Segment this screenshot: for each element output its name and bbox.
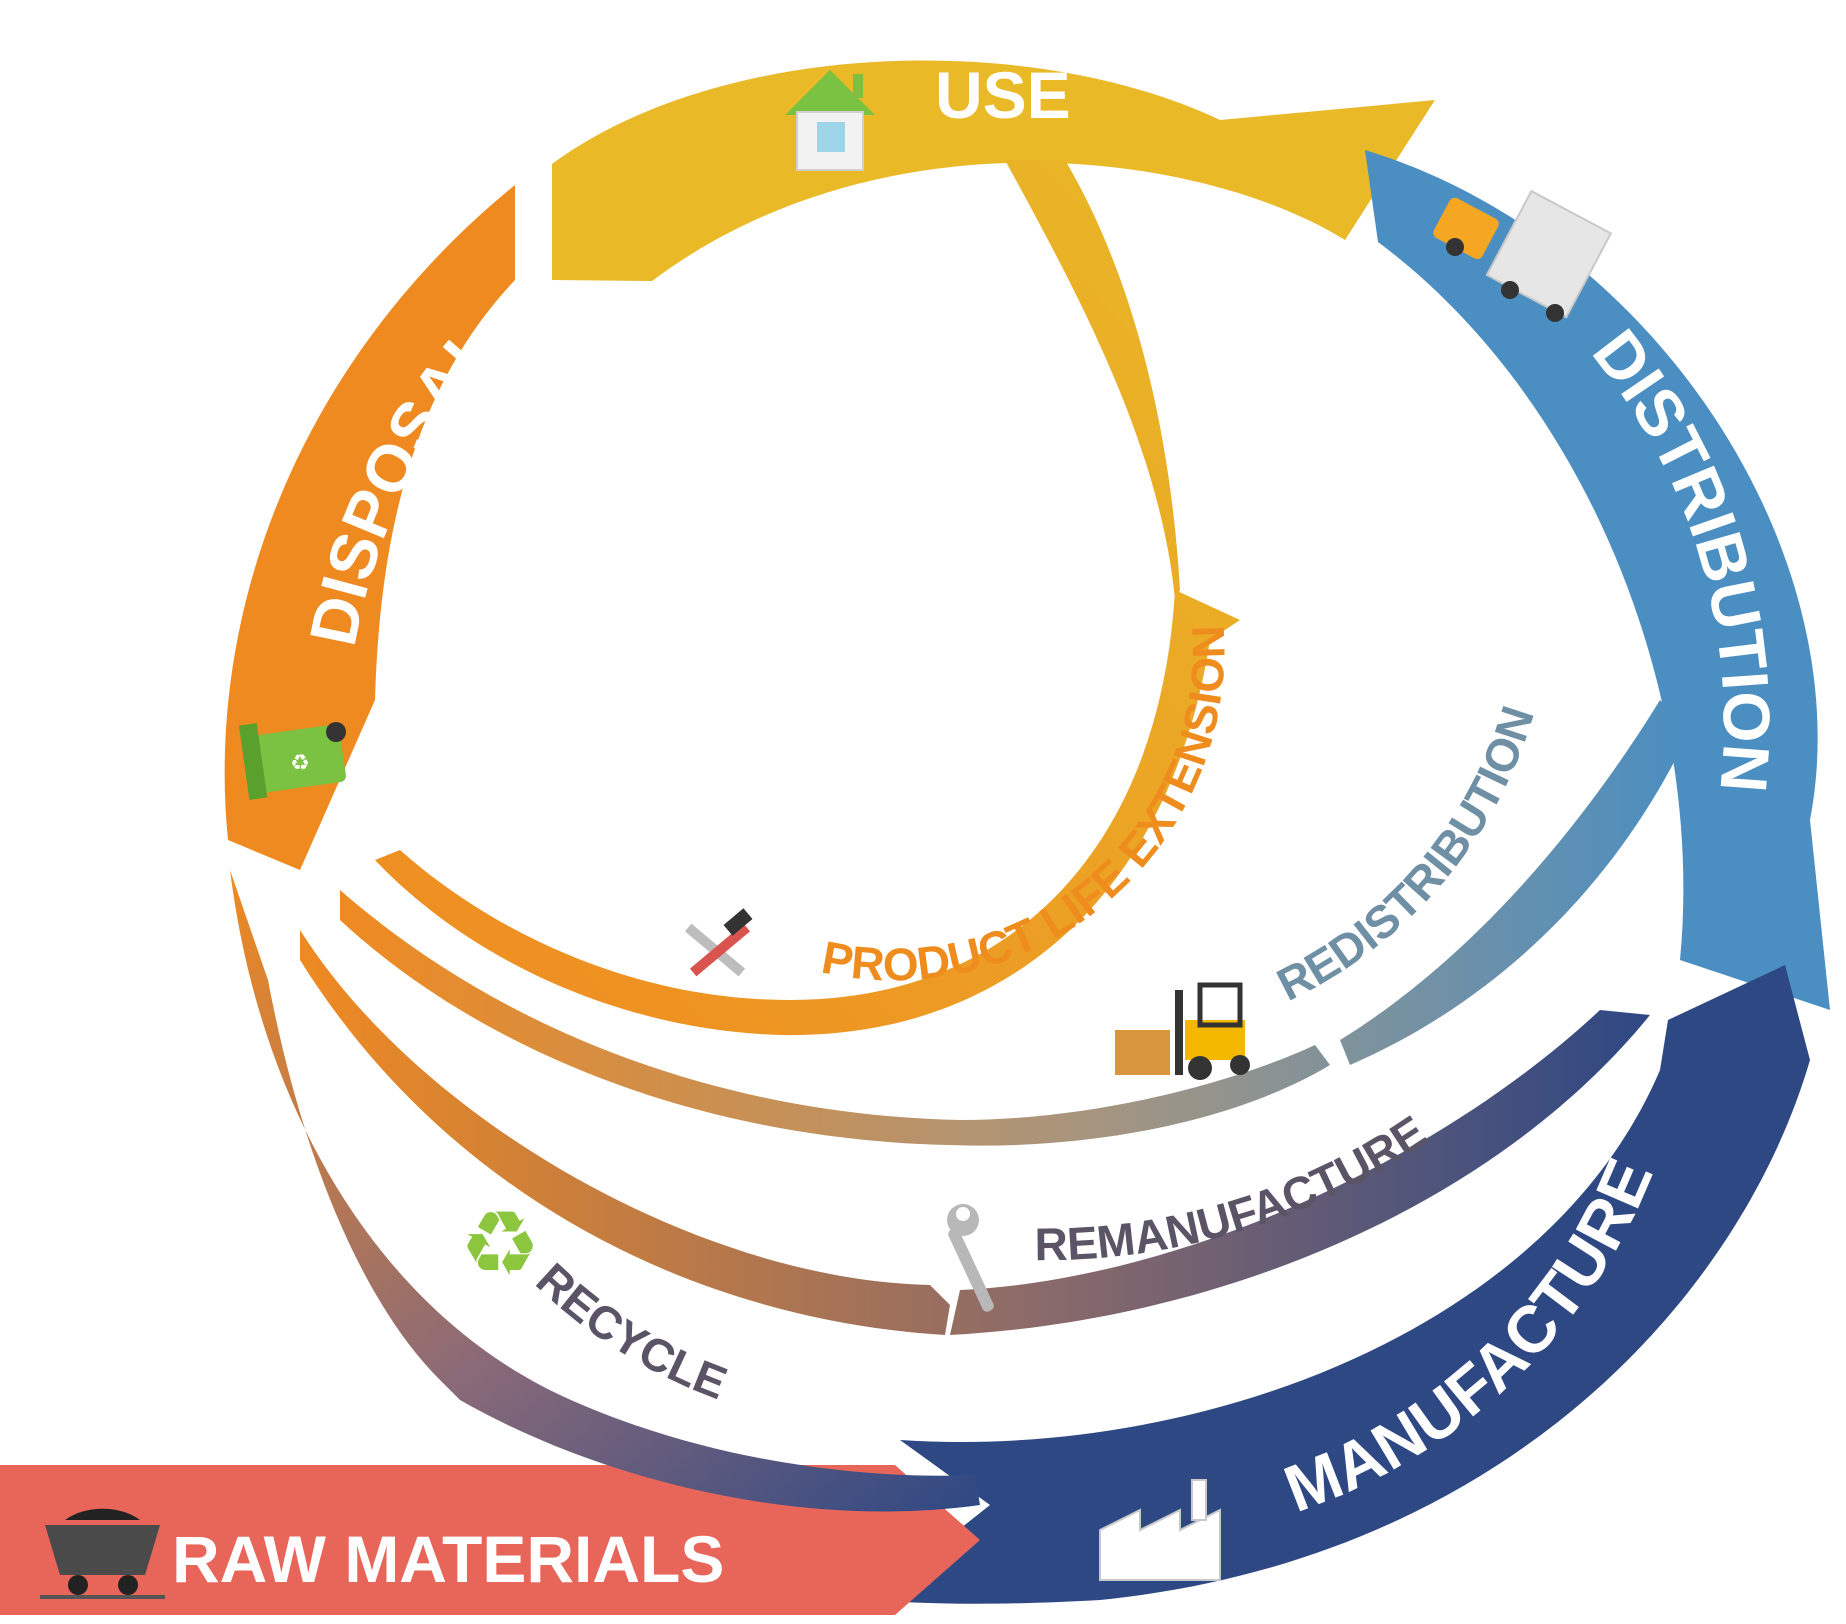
tools-icon — [684, 908, 753, 977]
svg-text:♻: ♻ — [290, 750, 310, 775]
distribution-arrow — [1365, 150, 1830, 1010]
raw-materials-label: RAW MATERIALS — [172, 1522, 724, 1596]
manufacture-arrow — [870, 965, 1810, 1604]
forklift-icon — [1115, 982, 1250, 1080]
truck-icon — [1433, 189, 1613, 322]
trash-bin-icon: ♻ — [238, 722, 346, 800]
wrench-icon — [947, 1204, 994, 1312]
house-icon — [785, 70, 875, 171]
raw-materials-arrow — [0, 1465, 980, 1615]
use-arrow — [552, 60, 1435, 281]
use-label: USE — [935, 58, 1071, 132]
redistribution-loop — [340, 700, 1690, 1146]
recycle-icon: ♻ — [460, 1195, 541, 1295]
svg-text:♻: ♻ — [460, 1195, 541, 1295]
factory-icon — [1099, 1479, 1221, 1581]
remanufacture-loop — [300, 930, 1650, 1335]
recycle-loop — [230, 870, 980, 1512]
disposal-arrow — [224, 185, 515, 870]
mine-cart-icon — [40, 1508, 165, 1599]
